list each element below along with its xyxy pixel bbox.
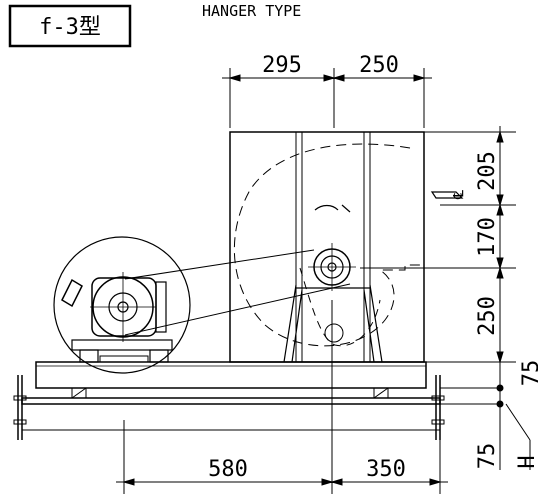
title-box-label: f-3型 <box>39 15 101 40</box>
title-box: f-3型 <box>8 4 132 48</box>
dim-right-mid: 170 <box>475 217 500 257</box>
dimension-top <box>222 68 432 128</box>
dim-top-right: 250 <box>359 53 399 78</box>
motor <box>53 236 191 374</box>
dim-right-low: 250 <box>475 296 500 336</box>
dimension-right <box>360 126 531 470</box>
dim-right-top: 205 <box>475 151 500 191</box>
base-frame <box>13 361 445 440</box>
centerline-marker <box>430 191 464 199</box>
fan-stand <box>283 284 383 363</box>
dim-right-base: 75 <box>519 360 538 387</box>
dim-top-left: 295 <box>262 53 302 78</box>
dim-right-bottom: 75 <box>475 443 500 470</box>
fan-pulley <box>308 243 356 291</box>
drawing-title: HANGER TYPE <box>202 2 301 20</box>
dim-bottom-left: 580 <box>208 457 248 482</box>
dimension-bottom <box>116 300 448 494</box>
dim-bottom-right: 350 <box>366 457 406 482</box>
drive-belt <box>124 249 351 336</box>
centerline-symbol: ℄ <box>451 190 467 200</box>
dim-right-h: H <box>515 455 538 468</box>
